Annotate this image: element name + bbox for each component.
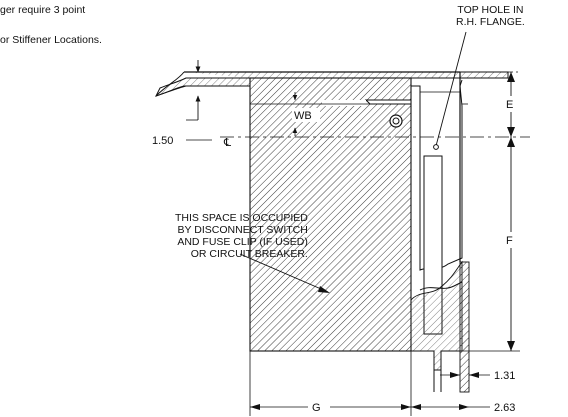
inner-bracket: [364, 99, 412, 105]
note-fragment-stiffener: or Stiffener Locations.: [0, 34, 102, 46]
note-fragment-top: ger require 3 point: [0, 4, 86, 16]
centerline-symbol: ℄: [223, 137, 231, 149]
dim-g: G: [312, 402, 321, 414]
dim-e: E: [506, 99, 513, 111]
occupied-region: [249, 77, 412, 352]
dim-offset-left: 1.50: [152, 135, 173, 147]
top-hole-callout-line-2: R.H. FLANGE.: [456, 16, 525, 28]
dim-flange-width: 2.63: [494, 402, 515, 414]
top-hole-callout-line-1: TOP HOLE IN: [457, 4, 524, 16]
top-hole-leader: [435, 31, 467, 147]
dim-offset-right: 1.31: [494, 370, 515, 382]
dim-wb: WB: [294, 110, 312, 122]
dim-f: F: [506, 235, 513, 247]
mounting-bolt: [389, 114, 403, 128]
top-hole: [433, 144, 439, 150]
occupied-space-leader: [239, 253, 329, 293]
top-hole-callout: TOP HOLE IN R.H. FLANGE.: [456, 4, 525, 28]
